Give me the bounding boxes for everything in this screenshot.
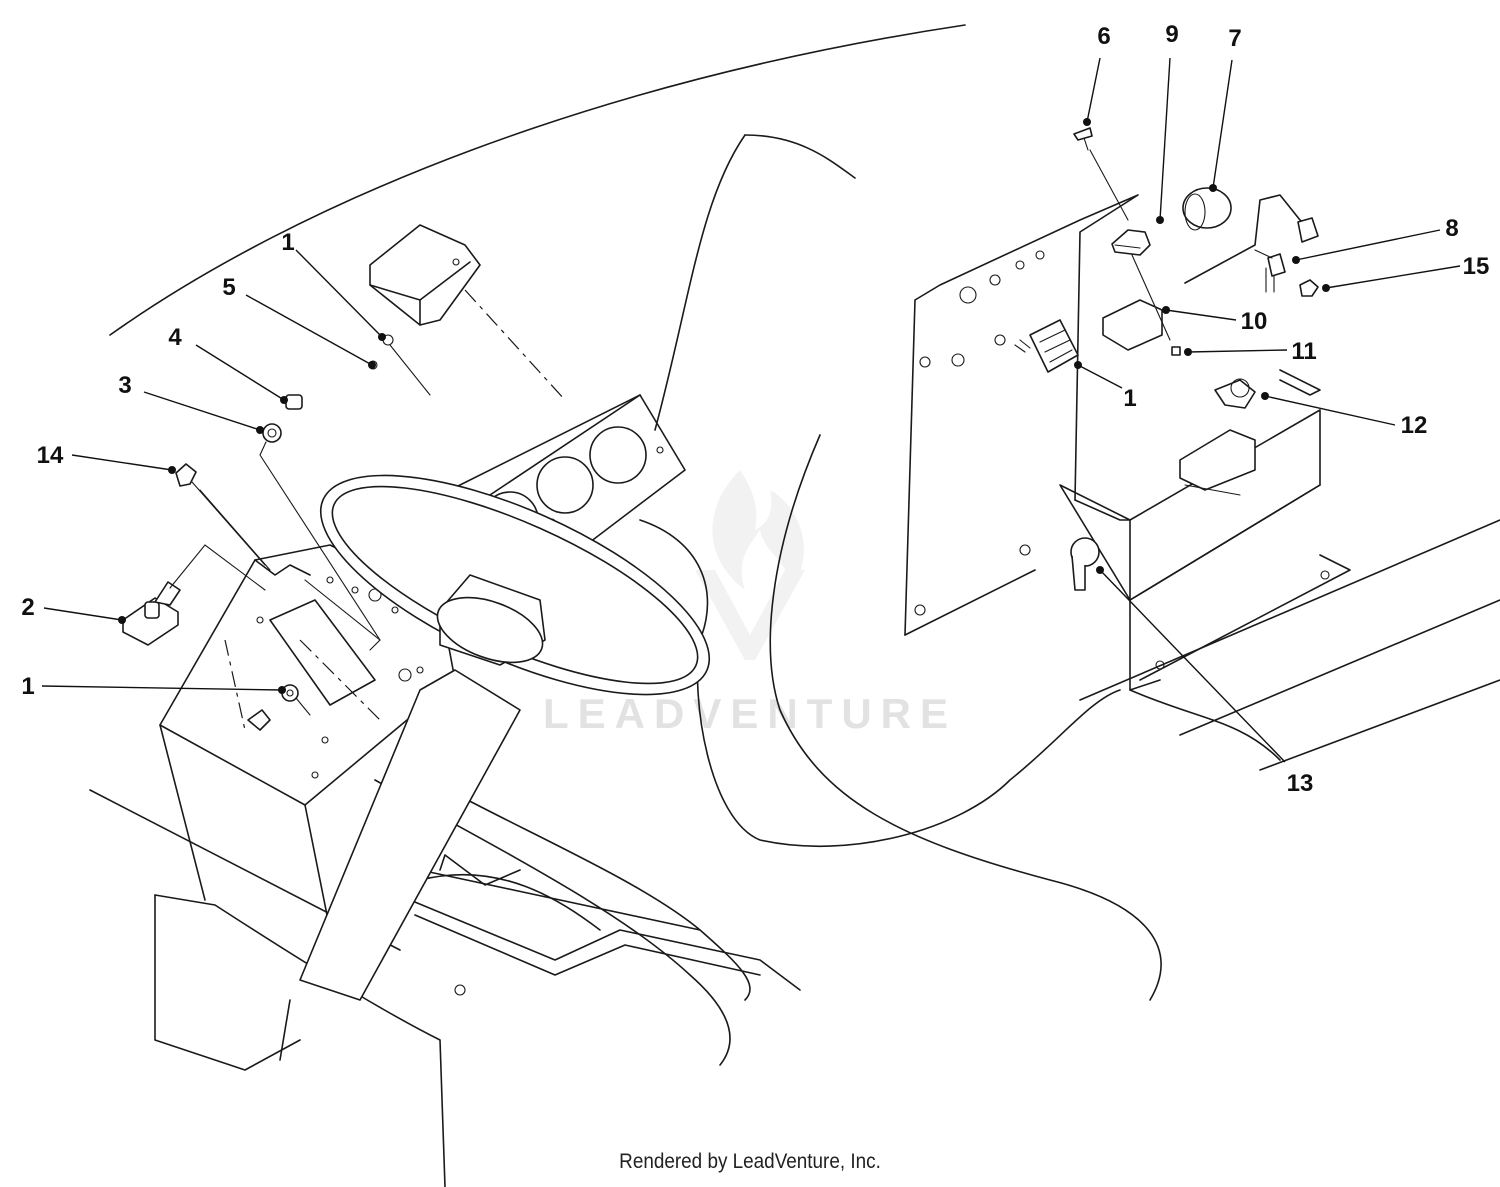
watermark-text: LEADVENTURE: [543, 690, 957, 737]
callout-1-left: 1: [21, 673, 34, 700]
callout-5: 5: [222, 274, 235, 301]
steering-wheel: [299, 474, 711, 1001]
callout-7: 7: [1228, 25, 1241, 52]
callout-4: 4: [168, 324, 182, 351]
callout-11: 11: [1291, 338, 1316, 365]
callout-1-top: 1: [281, 229, 294, 256]
floor-pan: [154, 854, 801, 1187]
callout-6: 6: [1097, 23, 1110, 50]
callout-13: 13: [1287, 770, 1314, 797]
right-assembly: [904, 127, 1351, 691]
footer-credit: Rendered by LeadVenture, Inc.: [619, 1150, 881, 1173]
callout-8: 8: [1445, 215, 1458, 242]
watermark-logo: [695, 470, 805, 660]
callout-15: 15: [1463, 253, 1490, 280]
callout-9: 9: [1165, 21, 1178, 48]
callout-1-right: 1: [1123, 385, 1136, 412]
callout-labels: 1 5 4 3 14 2 1 6 9 7 8 15 10 11 1 12 13: [21, 21, 1489, 797]
callout-14: 14: [37, 442, 64, 469]
body-outline: [89, 24, 1500, 1066]
callout-10: 10: [1241, 308, 1268, 335]
left-parts: [122, 224, 566, 731]
leaders: [41, 57, 1461, 763]
callout-2: 2: [21, 594, 34, 621]
callout-12: 12: [1401, 412, 1428, 439]
callout-3: 3: [118, 372, 131, 399]
